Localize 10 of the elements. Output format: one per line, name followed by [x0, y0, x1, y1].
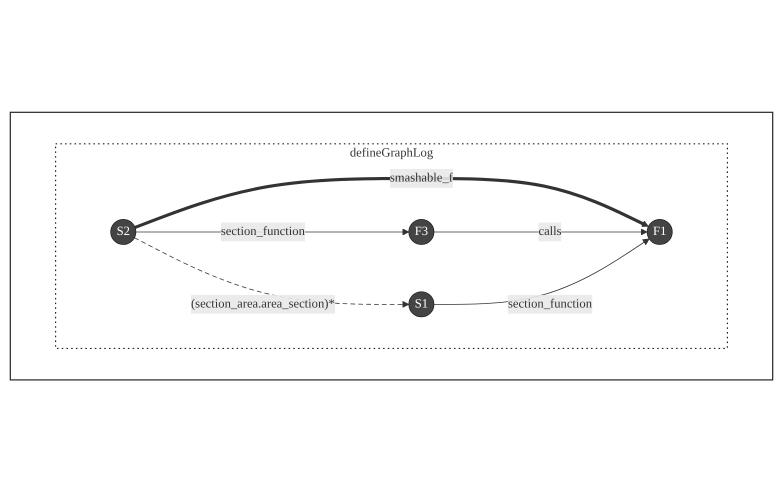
edge-label: smashable_f: [390, 171, 453, 185]
node-circle: [408, 218, 434, 245]
edge-label: section_function: [508, 297, 592, 311]
node-circle: [110, 218, 136, 245]
arrow: [434, 228, 648, 236]
node-circle: [646, 218, 673, 245]
node-circle: [408, 291, 434, 318]
edge-label: (section_area.area_section)*: [190, 297, 335, 311]
edge-label: section_function: [220, 224, 305, 238]
edge-label: calls: [538, 224, 562, 238]
